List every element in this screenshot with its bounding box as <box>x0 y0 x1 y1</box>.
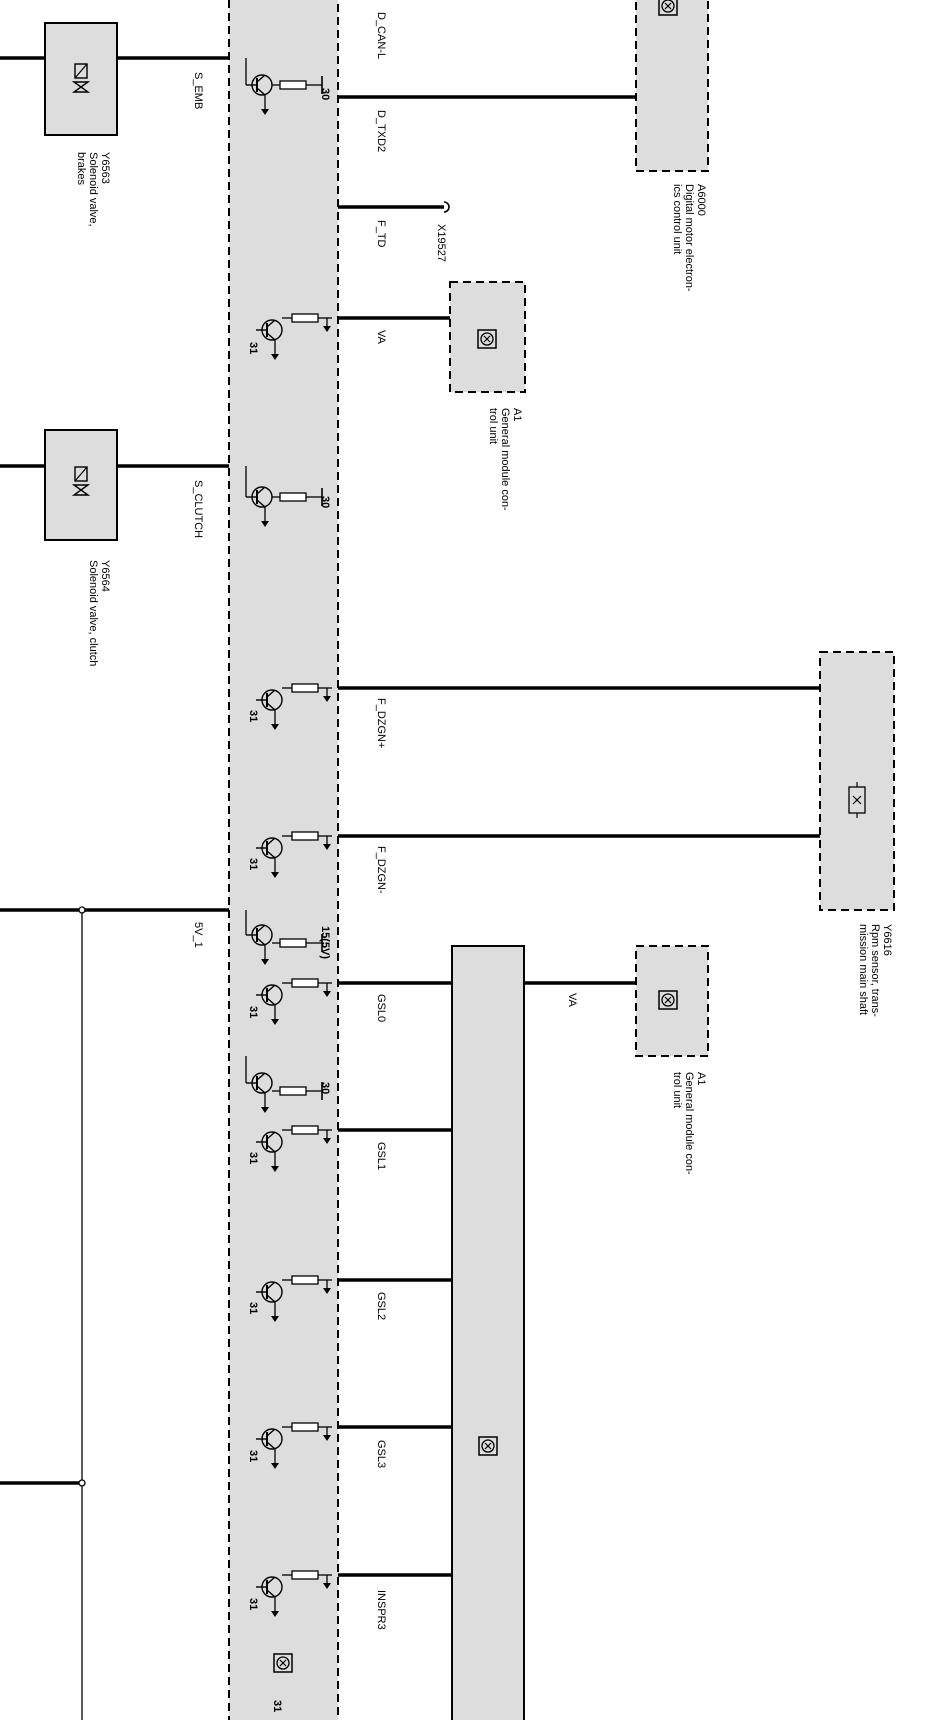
x19527-connector-icon <box>443 201 450 213</box>
wire-label-s-clutch: S_CLUTCH <box>192 480 204 538</box>
pin-label: 31 <box>247 1152 259 1164</box>
pin-label: 31 <box>247 1598 259 1610</box>
gear-selector-unit-box <box>451 945 525 1720</box>
component-desc-a6000-1: Digital motor electron- <box>683 184 695 292</box>
driver-circuit <box>255 683 332 730</box>
wire-label-f-td: F_TD <box>375 220 387 248</box>
component-id-y6616: Y6616 <box>881 924 893 956</box>
pin-label: 31 <box>247 1006 259 1018</box>
connector-dot <box>78 1479 86 1487</box>
component-desc-a1-bottom-1: General module con- <box>683 1072 695 1175</box>
pin-label: 30 <box>319 1082 331 1094</box>
component-id-y6564: Y6564 <box>99 560 111 592</box>
driver-circuit <box>245 466 323 527</box>
wire-label-5v-1: 5V_1 <box>192 922 204 948</box>
wire-label-va-2: VA <box>566 993 578 1008</box>
component-desc-a1-top-2: trol unit <box>487 408 499 444</box>
pin-label: 30 <box>319 88 331 100</box>
driver-circuit <box>255 831 332 878</box>
component-desc-y6563-2: brakes <box>75 152 87 186</box>
driver-circuit <box>255 978 332 1025</box>
wire-label-gsl3: GSL3 <box>375 1440 387 1468</box>
a6000-box <box>635 0 709 172</box>
component-id-x19527: X19527 <box>435 224 447 262</box>
y6616-box <box>819 651 895 911</box>
pin-label: 31 <box>247 1302 259 1314</box>
component-id-a6000: A6000 <box>695 184 707 216</box>
wire-label-f-dzgn-minus: F_DZGN- <box>375 846 387 894</box>
wire-label-gsl2: GSL2 <box>375 1292 387 1320</box>
component-desc-y6616-2: mission main shaft <box>857 924 869 1015</box>
wire-label-va: VA <box>375 330 387 345</box>
component-desc-a1-bottom-2: trol unit <box>671 1072 683 1108</box>
a1-top-box <box>449 281 526 393</box>
wire-label-inspr3: INSPR3 <box>375 1590 387 1630</box>
wire-label-d-txd2: D_TXD2 <box>375 110 387 152</box>
component-desc-y6616-1: Rpm sensor, trans- <box>869 924 881 1017</box>
rpm-sensor-icon <box>848 782 866 818</box>
a1-bottom-box <box>635 945 709 1057</box>
pin-label: 15(5V) <box>319 926 331 959</box>
wire-label-gsl0: GSL0 <box>375 994 387 1022</box>
component-desc-a1-top-1: General module con- <box>499 408 511 511</box>
component-desc-y6563-1: Solenoid valve, <box>87 152 99 227</box>
driver-circuit <box>255 1125 332 1172</box>
driver-circuit <box>255 1570 332 1617</box>
driver-circuit <box>255 313 332 360</box>
component-id-y6563: Y6563 <box>99 152 111 184</box>
component-id-a1-bottom: A1 <box>695 1072 707 1085</box>
pin-label: 31 <box>247 342 259 354</box>
control-unit-strip <box>228 0 339 1720</box>
component-desc-a6000-2: ics control unit <box>671 184 683 254</box>
wire-label-gsl1: GSL1 <box>375 1142 387 1170</box>
pin-label: 30 <box>319 496 331 508</box>
driver-circuit <box>245 58 323 115</box>
pin-label: 31 <box>247 710 259 722</box>
pin-label: 31 <box>247 1450 259 1462</box>
pin-label: 31 <box>271 1700 283 1712</box>
driver-circuit <box>255 1422 332 1469</box>
solenoid-valve-icon <box>71 466 91 496</box>
wire-label-f-dzgn-plus: F_DZGN+ <box>375 698 387 748</box>
component-desc-y6564: Solenoid valve, clutch <box>87 560 99 666</box>
component-id-a1-top: A1 <box>511 408 523 421</box>
wire-label-d-can-l: D_CAN-L <box>375 12 387 59</box>
solenoid-valve-icon <box>71 63 91 93</box>
pin-label: 31 <box>247 858 259 870</box>
wire-label-s-emb: S_EMB <box>192 72 204 109</box>
driver-circuit <box>245 1056 323 1113</box>
connector-dot <box>78 906 86 914</box>
driver-circuit <box>245 910 323 965</box>
driver-circuit <box>255 1275 332 1322</box>
solenoid-valve-brakes-box <box>44 22 118 136</box>
